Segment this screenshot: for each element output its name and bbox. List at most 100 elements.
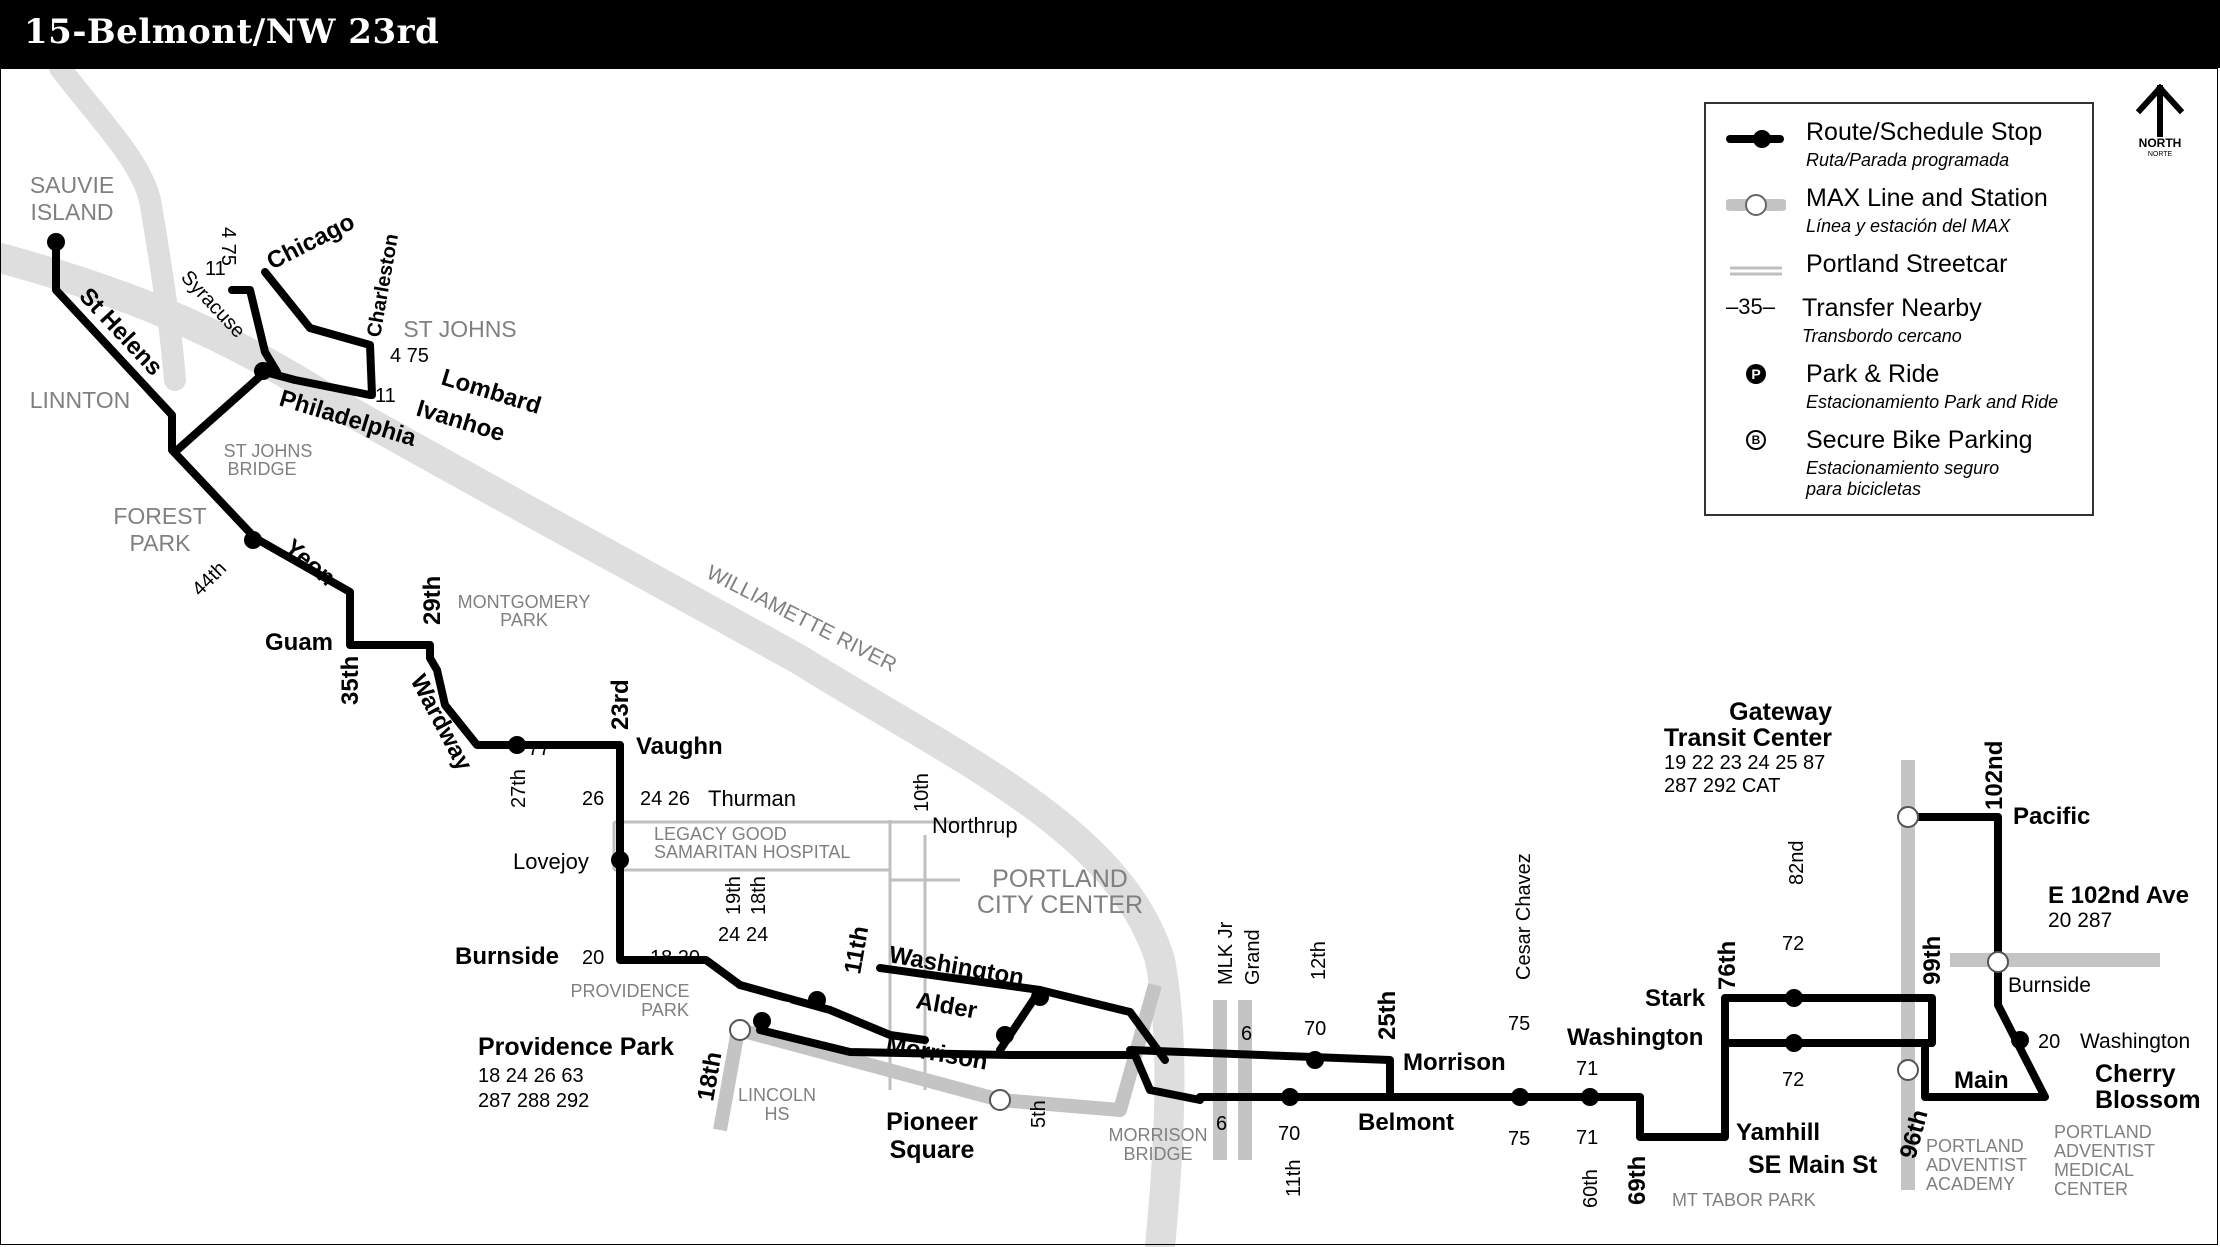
transfer-thurman-e: 24 26 [640,788,690,810]
label-morrison-bridge-1: MORRISON [1109,1125,1208,1145]
street-60th: 60th [1580,1169,1602,1208]
place-providence-park: Providence Park [478,1033,674,1061]
max-station-icon [1726,194,1786,216]
label-prov-park-2: PARK [641,1000,689,1020]
transfer-11th: 70 [1278,1123,1300,1145]
street-99th: 99th [1919,936,1946,985]
label-lincoln-1: LINCOLN [738,1085,816,1105]
transfer-12th: 70 [1304,1018,1326,1040]
transfer-82nd-bot: 72 [1782,1069,1804,1091]
transfer-syracuse: 11 [205,258,226,280]
street-chicago: Chicago [262,208,359,275]
street-belmont: Belmont [1358,1109,1454,1136]
transfer-vaughn: 77 [528,738,550,760]
route-map: SAUVIE ISLAND LINNTON FOREST PARK ST JOH… [0,68,2201,1247]
street-102nd: 102nd [1981,741,2008,810]
street-cesar: Cesar Chavez [1513,853,1535,980]
legend-subtitle: Estacionamiento Park and Ride [1806,392,2059,412]
place-cherry-2: Blossom [2095,1086,2201,1114]
transfer-grand-top: 6 [1241,1023,1252,1045]
north-sublabel: NORTE [2147,151,2173,158]
label-forest-1: FOREST [113,503,206,529]
street-44th: 44th [188,557,231,600]
legend-subtitle: Línea y estación del MAX [1806,216,2011,236]
street-27th: 27th [508,769,530,808]
label-montgomery-1: MONTGOMERY [458,592,591,612]
direction-marks [769,998,851,1026]
label-portland-1: PORTLAND [992,865,1128,893]
label-adv-center-1: PORTLAND [2054,1122,2152,1142]
route-stops [47,233,2029,1106]
street-grand: Grand [1242,929,1264,985]
label-sj-bridge-2: BRIDGE [227,459,296,479]
transfer-labels: 4 75 11 4 75 11 77 26 24 26 20 18 20 19t… [205,227,2060,1150]
street-stark: Stark [1645,985,1706,1012]
transfer-24b: 24 [746,924,768,946]
place-pioneer-1: Pioneer [886,1108,978,1136]
place-pioneer-2: Square [890,1136,975,1164]
transfer-cesar-top: 75 [1508,1013,1530,1035]
transfer-thurman-w: 26 [582,788,604,810]
north-label: NORTH [2138,136,2182,150]
transfer-cesar-bot: 75 [1508,1128,1530,1150]
park-ride-icon: P [1746,364,1766,384]
place-gateway-routes-2: 287 292 CAT [1664,775,1780,797]
place-providence-routes-1: 18 24 26 63 [478,1065,584,1087]
label-lincoln-2: HS [764,1104,789,1124]
street-lovejoy: Lovejoy [513,849,589,874]
street-29th: 29th [419,576,446,625]
transfer-24a: 24 [718,924,740,946]
label-montgomery-2: PARK [500,610,548,630]
street-vaughn: Vaughn [636,733,723,760]
legend-title: Route/Schedule Stop [1806,118,2043,146]
place-gateway-1: Gateway [1729,698,1832,726]
transfer-18th: 18th [748,876,770,915]
label-sj-bridge-1: ST JOHNS [224,441,313,461]
transfer-82nd-top: 72 [1782,933,1804,955]
place-e102-routes: 20 287 [2048,909,2112,932]
header-bar: 15-Belmont/NW 23rd [0,0,2220,68]
legend-title: Portland Streetcar [1806,250,2008,278]
label-adv-academy-3: ACADEMY [1926,1174,2015,1194]
route-title: 15-Belmont/NW 23rd [24,12,440,52]
street-thurman: Thurman [708,786,796,811]
street-82nd: 82nd [1786,841,1808,886]
street-morrison-e: Morrison [1403,1049,1506,1076]
place-se-main-st: SE Main St [1748,1151,1878,1179]
street-main: Main [1954,1067,2009,1094]
label-adv-academy-2: ADVENTIST [1926,1155,2027,1175]
label-prov-park-1: PROVIDENCE [570,981,689,1001]
transfer-19th: 19th [723,876,745,915]
legend-subtitle: Transbordo cercano [1802,326,1962,346]
street-69th: 69th [1624,1156,1651,1205]
place-labels: Providence Park 18 24 26 63 287 288 292 … [478,698,2201,1179]
street-washington-w: Washington [887,941,1026,991]
transfer-lombard: 4 75 [390,345,429,367]
street-pacific: Pacific [2013,803,2090,830]
label-portland-2: CITY CENTER [977,891,1143,919]
street-11th-e: 11th [1283,1160,1305,1197]
label-sauvie-1: SAUVIE [30,172,114,198]
label-sauvie-2: ISLAND [30,199,113,225]
transfer-60th-bot: 71 [1576,1127,1598,1149]
route-stop-icon [1726,130,1784,148]
street-charleston: Charleston [363,232,403,339]
label-adv-center-2: ADVENTIST [2054,1141,2155,1161]
transfer-icon: –35– [1726,294,1775,319]
legend-title: Park & Ride [1806,360,1940,388]
street-11th: 11th [839,924,874,976]
legend-title: Secure Bike Parking [1806,426,2033,454]
label-linnton: LINNTON [30,387,131,413]
map-legend: Route/Schedule Stop Ruta/Parada programa… [1704,102,2094,516]
street-northrup: Northrup [932,813,1018,838]
street-5th: 5th [1028,1100,1050,1128]
label-forest-2: PARK [130,530,192,556]
label-adv-academy-1: PORTLAND [1926,1136,2024,1156]
max-stations [729,806,2009,1111]
street-burnside-w: Burnside [455,943,559,970]
transfer-burnside-w: 20 [582,947,604,969]
streetcar-icon [1730,266,1782,276]
street-23rd: 23rd [607,679,634,730]
street-washington-e: Washington [1567,1024,1703,1051]
place-e102: E 102nd Ave [2048,882,2189,909]
